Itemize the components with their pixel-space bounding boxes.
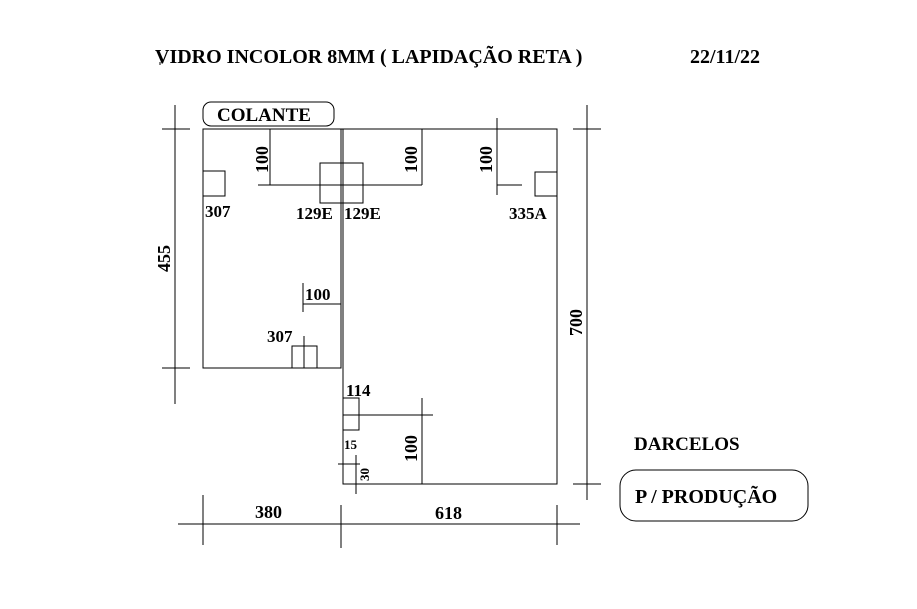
left-top-hinge-label: 307 bbox=[205, 202, 231, 221]
left-top-hinge bbox=[202, 170, 226, 197]
left-mid-offset-label: 100 bbox=[305, 285, 331, 304]
right-height-label: 700 bbox=[566, 309, 586, 336]
right-top-hinge bbox=[534, 171, 558, 197]
small-30-label: 30 bbox=[357, 468, 372, 481]
production-tag: P / PRODUÇÃO bbox=[619, 469, 809, 522]
bottom-fitting bbox=[342, 397, 360, 431]
top-mid-offset-label: 100 bbox=[401, 146, 421, 173]
center-hinge-right-label: 129E bbox=[344, 204, 381, 223]
width-dimension-line bbox=[178, 495, 580, 548]
left-glass-panel bbox=[202, 128, 342, 369]
top-right-offset-label: 100 bbox=[476, 146, 496, 173]
bottom-fitting-label: 114 bbox=[346, 381, 371, 400]
drawing-title: VIDRO INCOLOR 8MM ( LAPIDAÇÃO RETA ) bbox=[155, 45, 582, 68]
left-mid-offset-mark bbox=[302, 283, 341, 312]
left-width-label: 380 bbox=[255, 502, 282, 522]
drawing-date: 22/11/22 bbox=[690, 46, 760, 68]
right-height-dimension bbox=[573, 105, 601, 500]
bottom-offset-label: 100 bbox=[401, 435, 421, 462]
left-height-label: 455 bbox=[154, 245, 174, 272]
production-label: P / PRODUÇÃO bbox=[635, 485, 777, 508]
right-width-label: 618 bbox=[435, 503, 462, 523]
right-glass-panel bbox=[342, 128, 558, 485]
left-height-dimension bbox=[162, 105, 190, 404]
colante-tag: COLANTE bbox=[202, 101, 335, 127]
client-name: DARCELOS bbox=[634, 434, 740, 455]
colante-label: COLANTE bbox=[217, 105, 311, 126]
right-top-hinge-label: 335A bbox=[509, 204, 548, 223]
top-left-offset-label: 100 bbox=[252, 146, 272, 173]
center-hinge-left-label: 129E bbox=[296, 204, 333, 223]
small-15-label: 15 bbox=[344, 437, 358, 452]
left-bottom-hinge-label: 307 bbox=[267, 327, 293, 346]
